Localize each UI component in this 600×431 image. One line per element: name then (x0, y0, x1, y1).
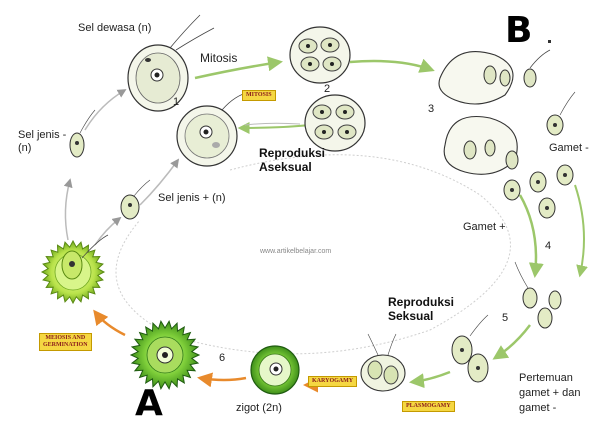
label-sel-jenis-minus-n: (n) (18, 142, 32, 154)
arrow-2-3 (349, 58, 435, 73)
arrow-return-back (244, 122, 301, 126)
step-number-1: 1 (173, 96, 180, 108)
step-number-4: 4 (545, 240, 552, 252)
inner-ring (115, 154, 511, 355)
arrow-A-meiosis (93, 309, 126, 337)
tag-meiosis-line-1: MEIOSIS AND (45, 335, 86, 341)
label-reproduksi-aseksual-1: Reproduksi (259, 146, 326, 160)
label-gamet-minus: Gamet - (549, 142, 589, 154)
tag-karyogamy: KARYOGAMY (308, 376, 358, 387)
watermark: www.artikelbelajar.com (260, 248, 332, 255)
tag-meiosis-line-2: GERMINATION (43, 342, 88, 348)
zygote-spiky-A (129, 319, 201, 391)
arrow-gamet-minus (574, 184, 588, 278)
label-pertemuan-1: Pertemuan (519, 372, 573, 384)
label-sel-jenis-minus: Sel jenis - (18, 129, 67, 141)
gamete-release-3b (443, 116, 519, 175)
arrow-zigot-A (197, 372, 247, 388)
arrow-meiosis-plus (94, 216, 122, 246)
cell-type-minus (69, 109, 96, 158)
step-number-5: 5 (502, 312, 509, 324)
tag-mitosis: MITOSIS (242, 90, 276, 101)
marker-b-dot (548, 40, 551, 43)
plasmogamy-cell (360, 333, 406, 392)
arrow-mitosis (194, 56, 283, 80)
marker-a: A (135, 383, 163, 424)
arrow-seljenisplus-up (139, 158, 180, 206)
label-gamet-plus: Gamet + (463, 221, 506, 233)
cycle-arrows (63, 56, 588, 393)
label-sel-jenis-plus: Sel jenis + (n) (158, 192, 226, 204)
cell-type-plus (120, 179, 151, 220)
arrow-plasmogamy (409, 370, 451, 389)
tag-meiosis: MEIOSIS AND GERMINATION (39, 333, 92, 351)
label-reproduksi-seksual-1: Reproduksi (388, 295, 455, 309)
adult-cell (127, 14, 215, 112)
step-number-6: 6 (219, 352, 226, 364)
tag-plasmogamy: PLASMOGAMY (402, 401, 455, 412)
label-reproduksi-seksual-2: Seksual (388, 309, 434, 323)
label-pertemuan-3: gamet - (519, 402, 557, 414)
label-zigot: zigot (2n) (236, 402, 282, 414)
arrow-3-4 (518, 194, 544, 278)
gamete-pairing (514, 261, 562, 329)
arrow-return-asexual (237, 121, 311, 134)
label-reproduksi-aseksual-2: Aseksual (259, 160, 312, 174)
arrow-4-5 (492, 324, 531, 360)
marker-b: B (505, 10, 533, 51)
arrow-meiosis-up (63, 178, 73, 241)
zygote-2n (250, 345, 300, 395)
arrow-seljenis-up (84, 89, 127, 131)
fusing-gametes (451, 314, 489, 383)
step-number-2: 2 (324, 83, 331, 95)
dividing-cell-2 (289, 26, 351, 84)
label-mitosis: Mitosis (200, 51, 238, 65)
zygote-meiosis (40, 234, 109, 305)
mitosis-cell (176, 91, 251, 167)
gamete-release-3a (438, 49, 551, 105)
label-pertemuan-2: gamet + dan (519, 387, 581, 399)
gamete-minus-cluster (503, 91, 576, 219)
step-number-3: 3 (428, 103, 435, 115)
label-sel-dewasa: Sel dewasa (n) (78, 22, 152, 34)
dividing-cell-2b (304, 94, 366, 152)
